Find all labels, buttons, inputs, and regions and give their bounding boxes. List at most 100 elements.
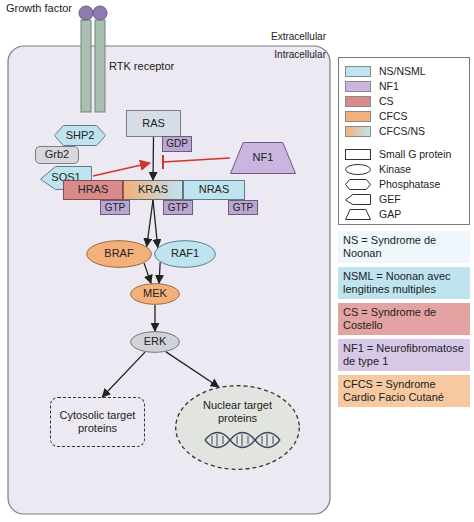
abbreviation-text: NF1 = Neurofibromatose de type 1 [343, 342, 465, 368]
connector-group [159, 262, 160, 283]
signal-arrow [153, 200, 158, 247]
signal-arrow [144, 263, 151, 283]
connector-group [153, 200, 158, 247]
legend-entry: GEF [339, 193, 469, 206]
legend-label: GEF [379, 193, 401, 206]
legend-entry: NF1 [339, 80, 469, 93]
node-label: RAF1 [171, 247, 199, 260]
nucleotide-tag: GTP [163, 200, 193, 215]
kinase-ellipse: BRAF [86, 240, 152, 268]
legend-shape-outline [346, 195, 371, 205]
legend-swatch [345, 81, 371, 92]
abbreviation-text: CFCS = Syndrome Cardio Facio Cutané [343, 378, 465, 404]
node-label: NRAS [199, 183, 230, 196]
shape-fill [155, 241, 216, 268]
shape-fill [87, 241, 152, 268]
abbreviation-band: CS = Syndrome de Costello [338, 303, 470, 335]
abbreviation-text: CS = Syndrome de Costello [343, 306, 465, 332]
connector-group [144, 263, 151, 283]
nucleus-ellipse: Nuclear target proteins [175, 385, 300, 470]
shape-fill [176, 386, 300, 470]
legend-label: CFCS/NS [379, 125, 425, 138]
node-label: MEK [143, 287, 167, 300]
node-label: Grb2 [45, 148, 69, 161]
dna-rung [267, 434, 268, 446]
legend-shape-outline [346, 150, 371, 160]
legend-entry: NS/NSML [339, 65, 469, 78]
g-protein-box: NRAS [183, 180, 245, 200]
dna-rung [248, 436, 249, 444]
node-label: RAS [142, 117, 165, 130]
receptor-chain [95, 20, 105, 112]
connector-group [147, 200, 153, 246]
node-label: BRAF [104, 247, 133, 260]
legend-entry: CFCS/NS [339, 125, 469, 138]
signal-arrow [152, 137, 154, 180]
dna-strand [205, 433, 280, 448]
connector-group [102, 137, 219, 397]
gap-trapezoid: NF1 [230, 142, 296, 174]
target-group-box: Cytosolic target proteins [50, 397, 145, 447]
g-protein-box: RAS [126, 110, 181, 137]
shape-fill [131, 332, 180, 353]
legend-label: NS/NSML [379, 65, 426, 78]
kinase-ellipse: ERK [130, 331, 180, 353]
connector-group [166, 352, 219, 387]
growth-factor-ligand [93, 6, 107, 20]
legend-box: NS/NSMLNF1CSCFCSCFCS/NSSmall G proteinKi… [338, 57, 470, 225]
node-label: GTP [168, 202, 189, 214]
legend-shape-outline [346, 165, 371, 175]
signal-arrow [102, 352, 145, 397]
legend-shape [345, 149, 371, 160]
legend-label: Kinase [379, 163, 411, 176]
legend-label: CS [379, 95, 394, 108]
inhibition-line [163, 158, 230, 162]
legend-shape-outline [346, 210, 371, 220]
growth-factor-ligand [79, 6, 93, 20]
dna-rung [237, 436, 238, 444]
signal-arrow [147, 200, 153, 246]
legend-shape-outline [346, 180, 371, 190]
dna-rung [242, 434, 243, 446]
adaptor-box: Grb2 [35, 146, 79, 164]
g-protein-box: HRAS [63, 180, 123, 200]
dna-rung [217, 434, 218, 446]
node-label: KRAS [138, 183, 168, 196]
legend-shape [345, 179, 371, 190]
dna-rung [273, 436, 274, 444]
receptor-chain [81, 20, 91, 112]
node-label: GTP [233, 202, 254, 214]
node-label: NF1 [253, 151, 274, 164]
kinase-ellipse: RAF1 [154, 240, 216, 268]
abbreviation-text: NS = Syndrome de Noonan [343, 234, 465, 260]
cell-membrane [8, 46, 330, 514]
nucleotide-tag: GTP [100, 200, 130, 215]
abbreviation-band: CFCS = Syndrome Cardio Facio Cutané [338, 375, 470, 407]
dna-rung [212, 436, 213, 444]
dna-helix [205, 433, 280, 448]
node-label: Nuclear target proteins [195, 399, 281, 425]
shape-outline [175, 385, 300, 470]
annotation-label: Extracellular [240, 31, 326, 43]
node-label: Cytosolic target proteins [57, 409, 138, 435]
activation-arrow [93, 163, 150, 176]
legend-entry: Phosphatase [339, 178, 469, 191]
node-label: ERK [144, 335, 167, 348]
legend-entry: CFCS [339, 110, 469, 123]
legend-entry: GAP [339, 208, 469, 221]
annotation-label: Intracellular [240, 49, 326, 61]
legend-label: CFCS [379, 110, 408, 123]
signal-arrow [166, 352, 219, 387]
legend-gradient-swatch [345, 126, 371, 137]
legend-swatch [345, 111, 371, 122]
legend-label: Phosphatase [379, 178, 440, 191]
abbreviation-band: NS = Syndrome de Noonan [338, 231, 470, 263]
legend-swatch [345, 66, 371, 77]
abbreviation-band: NF1 = Neurofibromatose de type 1 [338, 339, 470, 371]
shape-fill [131, 284, 180, 305]
legend-shape [345, 209, 371, 220]
legend-shape [345, 164, 371, 175]
node-label: SHP2 [66, 129, 95, 142]
g-protein-box: KRAS [123, 180, 183, 200]
